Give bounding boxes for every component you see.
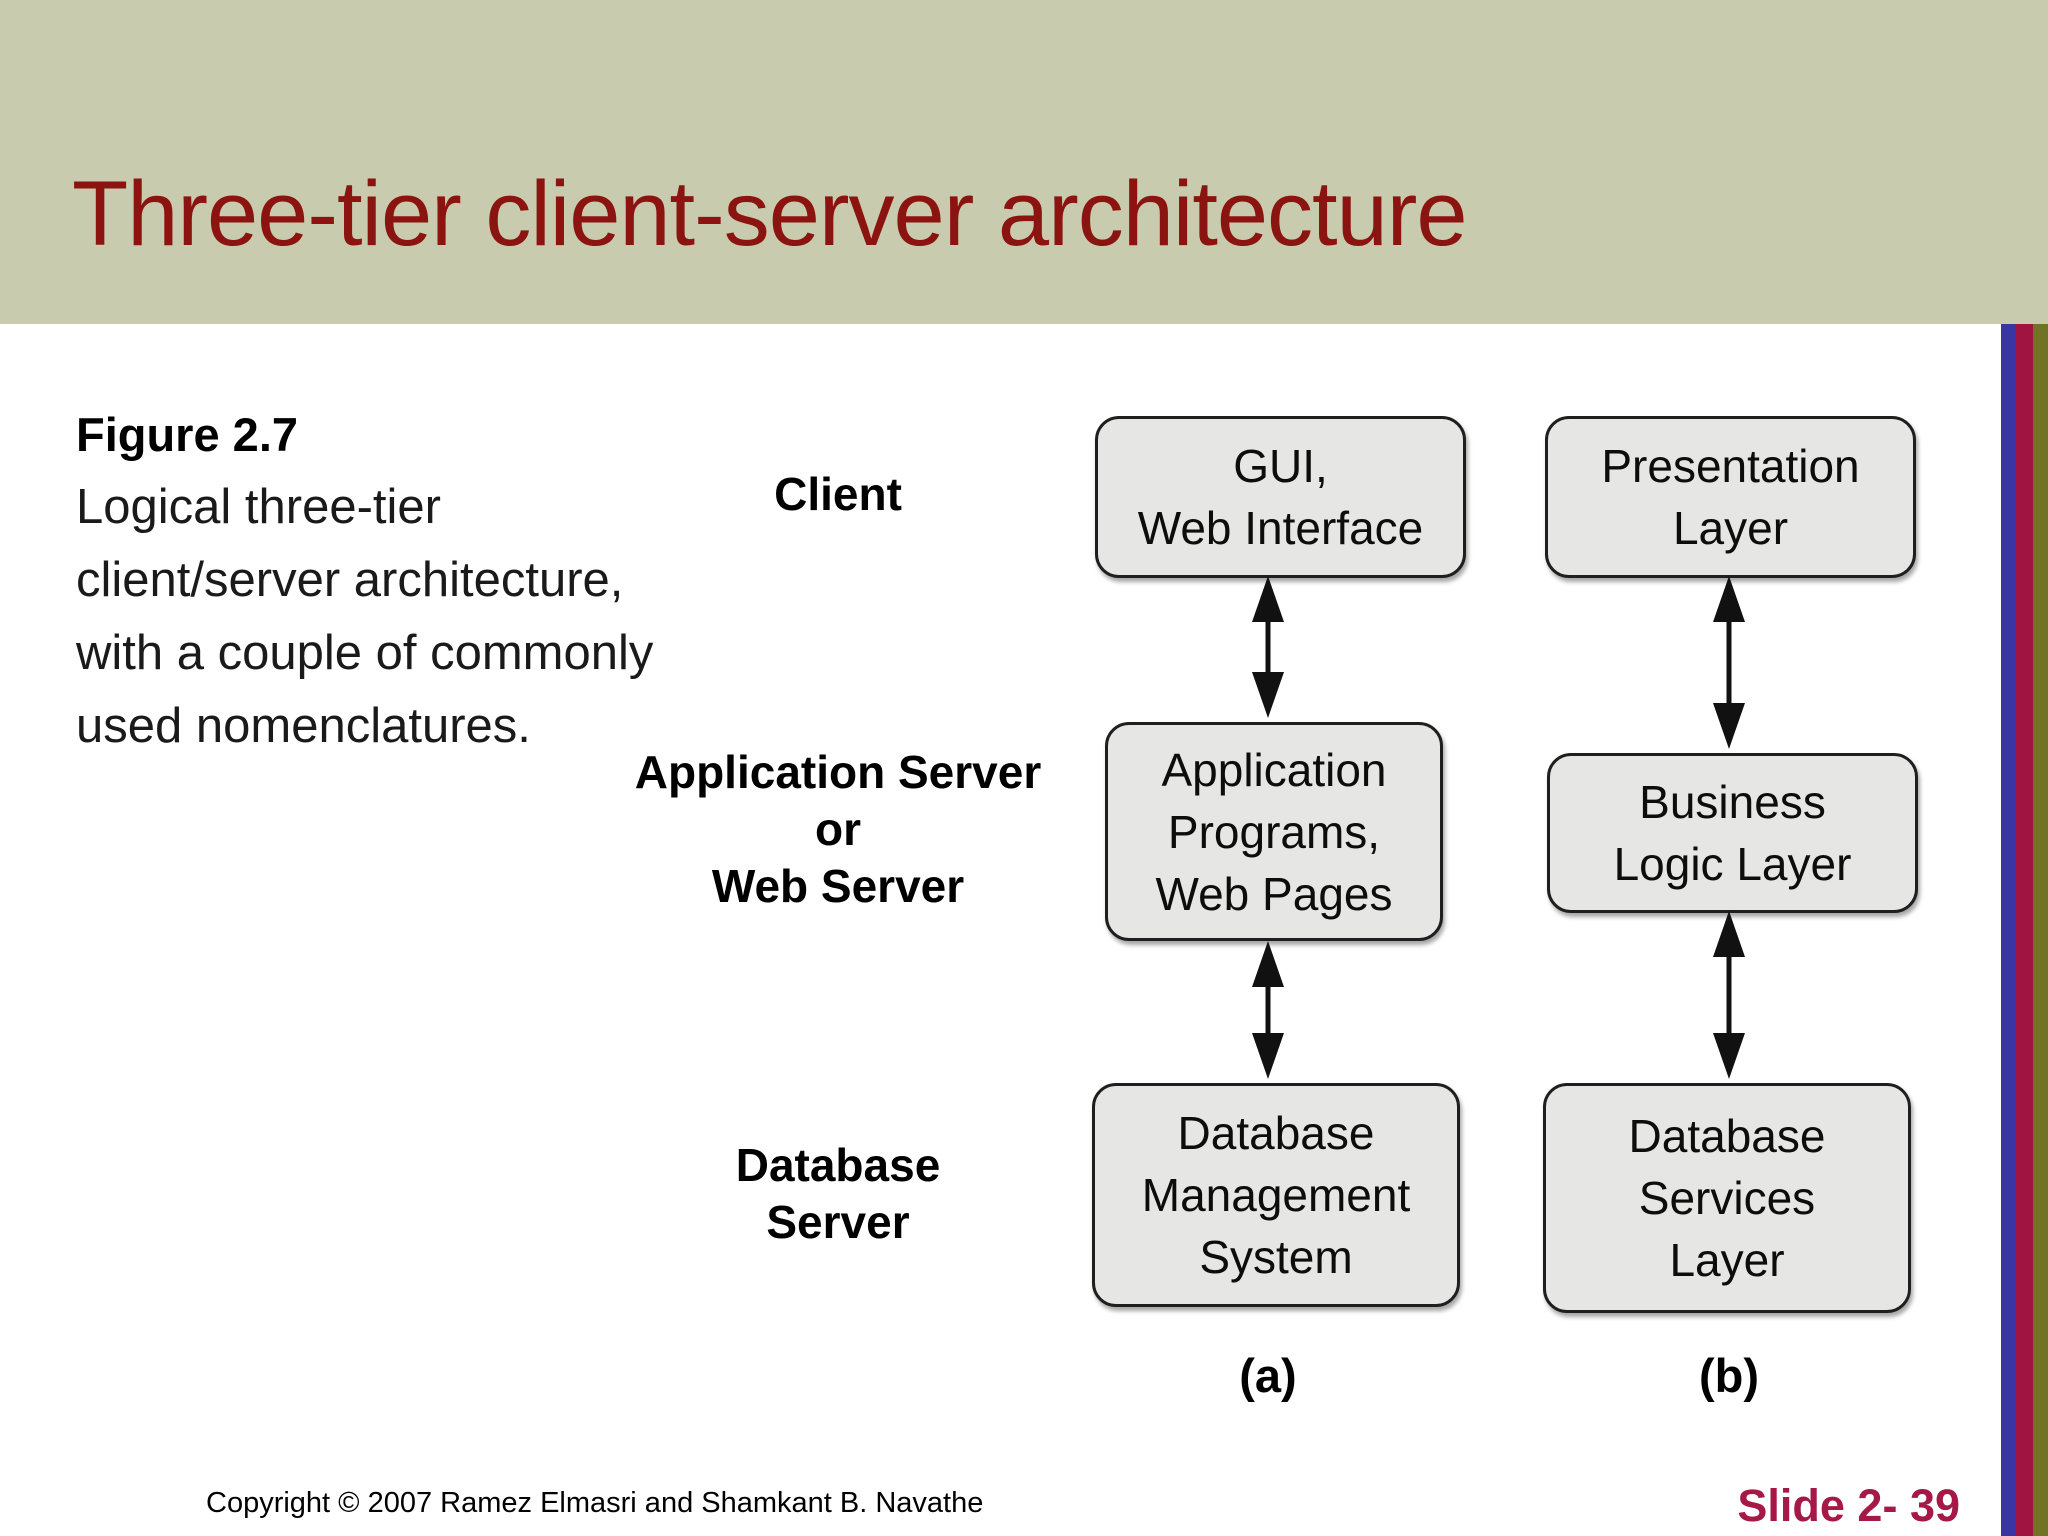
arrow-stem — [1726, 612, 1732, 713]
title-bar: Three-tier client-server architecture — [0, 0, 2048, 324]
tier-label-line: Web Server — [711, 860, 965, 912]
box-text-line: Database — [1628, 1110, 1826, 1162]
arrow-head-down-icon — [1252, 1033, 1284, 1079]
box-business-logic-layer: Business Logic Layer — [1547, 753, 1918, 913]
figure-caption-line: client/server architecture, — [76, 553, 624, 607]
tier-label-database-server: Database Server — [438, 1137, 1238, 1251]
double-arrow-icon — [1248, 576, 1288, 718]
arrow-head-down-icon — [1713, 703, 1745, 749]
tier-label-line: Database — [735, 1139, 941, 1191]
figure-caption-title: Figure 2.7 — [76, 408, 299, 461]
box-gui-web-interface: GUI, Web Interface — [1095, 416, 1466, 578]
edge-stripes — [2001, 324, 2048, 1536]
box-text-line: Business — [1639, 776, 1826, 828]
box-text-line: GUI, — [1233, 440, 1328, 492]
double-arrow-icon — [1248, 941, 1288, 1079]
tier-label-line: or — [815, 803, 861, 855]
tier-label-line: Server — [766, 1196, 910, 1248]
box-text-line: Services — [1638, 1172, 1816, 1224]
box-text-line: Presentation — [1601, 440, 1860, 492]
figure-caption-line: used nomenclatures. — [76, 699, 531, 753]
box-text-line: Web Pages — [1155, 867, 1393, 920]
box-database-management-system: Database Management System — [1092, 1083, 1460, 1307]
box-text-line: Layer — [1672, 502, 1789, 554]
double-arrow-icon — [1709, 576, 1749, 749]
arrow-stem — [1265, 977, 1271, 1043]
page-title: Three-tier client-server architecture — [72, 163, 1468, 265]
box-text-line: Management — [1141, 1169, 1411, 1221]
box-text-line: Layer — [1669, 1234, 1785, 1286]
tier-label-line: Application Server — [634, 746, 1042, 798]
arrow-head-down-icon — [1252, 672, 1284, 718]
arrow-stem — [1726, 947, 1732, 1043]
column-a-caption: (a) — [1239, 1349, 1297, 1402]
arrow-head-down-icon — [1713, 1033, 1745, 1079]
edge-stripe-blue — [2001, 324, 2015, 1536]
figure-caption-line: with a couple of commonly — [76, 626, 654, 680]
box-text-line: Programs, — [1167, 805, 1381, 858]
tier-label-client: Client — [438, 466, 1238, 523]
box-text-line: Application — [1161, 743, 1387, 796]
box-text-line: System — [1199, 1231, 1353, 1283]
figure-caption-line: Logical three-tier — [76, 480, 441, 534]
box-presentation-layer: Presentation Layer — [1545, 416, 1916, 578]
copyright-text: Copyright © 2007 Ramez Elmasri and Shamk… — [206, 1487, 984, 1519]
box-text-line: Logic Layer — [1613, 838, 1852, 890]
figure-caption: Figure 2.7 Logical three-tier client/ser… — [76, 398, 676, 763]
tier-label-application-server: Application Server or Web Server — [438, 744, 1238, 915]
edge-stripe-olive — [2033, 324, 2048, 1536]
box-application-programs: Application Programs, Web Pages — [1105, 722, 1443, 941]
double-arrow-icon — [1709, 911, 1749, 1079]
slide-number: Slide 2- 39 — [1737, 1480, 1960, 1531]
arrow-stem — [1265, 612, 1271, 682]
tier-label-line: Client — [774, 468, 902, 520]
box-text-line: Web Interface — [1137, 502, 1424, 554]
column-b-caption: (b) — [1698, 1349, 1759, 1402]
box-text-line: Database — [1177, 1107, 1375, 1159]
box-database-services-layer: Database Services Layer — [1543, 1083, 1911, 1313]
edge-stripe-crimson — [2015, 324, 2033, 1536]
